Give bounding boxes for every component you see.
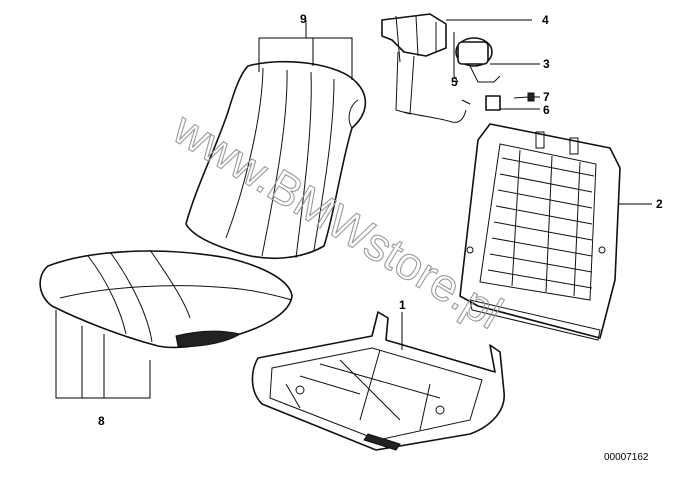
label-part-8: 8 <box>98 414 105 428</box>
seat-cushion <box>39 249 293 349</box>
seat-frame <box>251 311 505 451</box>
backrest-frame <box>459 123 621 341</box>
bracket <box>381 13 447 115</box>
label-part-5: 5 <box>451 75 458 89</box>
backrest-cover <box>185 60 367 260</box>
connector-plug <box>485 95 501 111</box>
label-part-1: 1 <box>399 298 406 312</box>
label-part-9: 9 <box>300 12 307 26</box>
cable <box>403 109 467 123</box>
seat-motor <box>455 37 501 83</box>
label-part-2: 2 <box>656 197 663 211</box>
diagram-reference-number: 00007162 <box>604 452 649 463</box>
label-part-3: 3 <box>543 57 550 71</box>
leader-lines <box>55 19 652 399</box>
label-part-7: 7 <box>543 90 550 104</box>
label-part-6: 6 <box>543 103 550 117</box>
label-part-4: 4 <box>542 13 549 27</box>
screw <box>513 92 535 102</box>
